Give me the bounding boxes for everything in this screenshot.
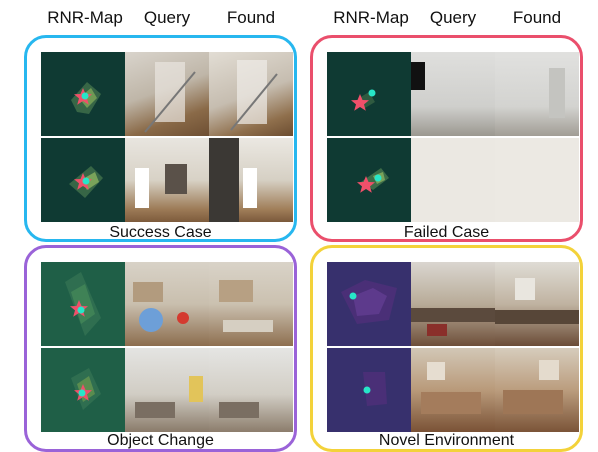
star-icon: [351, 94, 369, 111]
found-image: [209, 138, 293, 222]
success-case-panel: Success Case: [24, 35, 297, 242]
found-image: [209, 348, 293, 432]
query-image: [411, 52, 495, 136]
dot-icon: [368, 89, 376, 97]
rnr-map-image: [327, 52, 411, 136]
dot-icon: [374, 174, 382, 182]
found-image: [495, 52, 579, 136]
found-image: [209, 262, 293, 346]
query-image: [125, 348, 209, 432]
header-query-left: Query: [143, 8, 191, 27]
object-change-caption: Object Change: [107, 432, 214, 449]
star-icon: [357, 176, 375, 193]
found-image: [495, 262, 579, 346]
failed-case-caption: Failed Case: [403, 224, 490, 241]
query-image: [125, 138, 209, 222]
dot-icon: [363, 386, 371, 394]
failed-case-panel: Failed Case: [310, 35, 583, 242]
found-image: [209, 52, 293, 136]
query-image: [125, 262, 209, 346]
header-rnr-map-left: RNR-Map: [47, 8, 123, 27]
success-case-caption: Success Case: [109, 224, 212, 241]
query-image: [411, 262, 495, 346]
header-found-left: Found: [226, 8, 276, 27]
dot-icon: [81, 92, 89, 100]
query-image: [411, 348, 495, 432]
object-change-panel: Object Change: [24, 245, 297, 452]
found-image: [495, 138, 579, 222]
novel-environment-caption: Novel Environment: [378, 432, 515, 449]
rnr-map-image: [327, 138, 411, 222]
header-query-right: Query: [429, 8, 477, 27]
rnr-map-image: [41, 52, 125, 136]
dot-icon: [78, 389, 86, 397]
novel-environment-panel: Novel Environment: [310, 245, 583, 452]
found-image: [495, 348, 579, 432]
rnr-map-image: [41, 262, 125, 346]
rnr-map-image: [41, 348, 125, 432]
query-image: [411, 138, 495, 222]
header-found-right: Found: [512, 8, 562, 27]
dot-icon: [349, 292, 357, 300]
rnr-map-image: [41, 138, 125, 222]
dot-icon: [82, 177, 90, 185]
query-image: [125, 52, 209, 136]
dot-icon: [77, 306, 85, 314]
header-rnr-map-right: RNR-Map: [333, 8, 409, 27]
rnr-map-image: [327, 262, 411, 346]
rnr-map-image: [327, 348, 411, 432]
